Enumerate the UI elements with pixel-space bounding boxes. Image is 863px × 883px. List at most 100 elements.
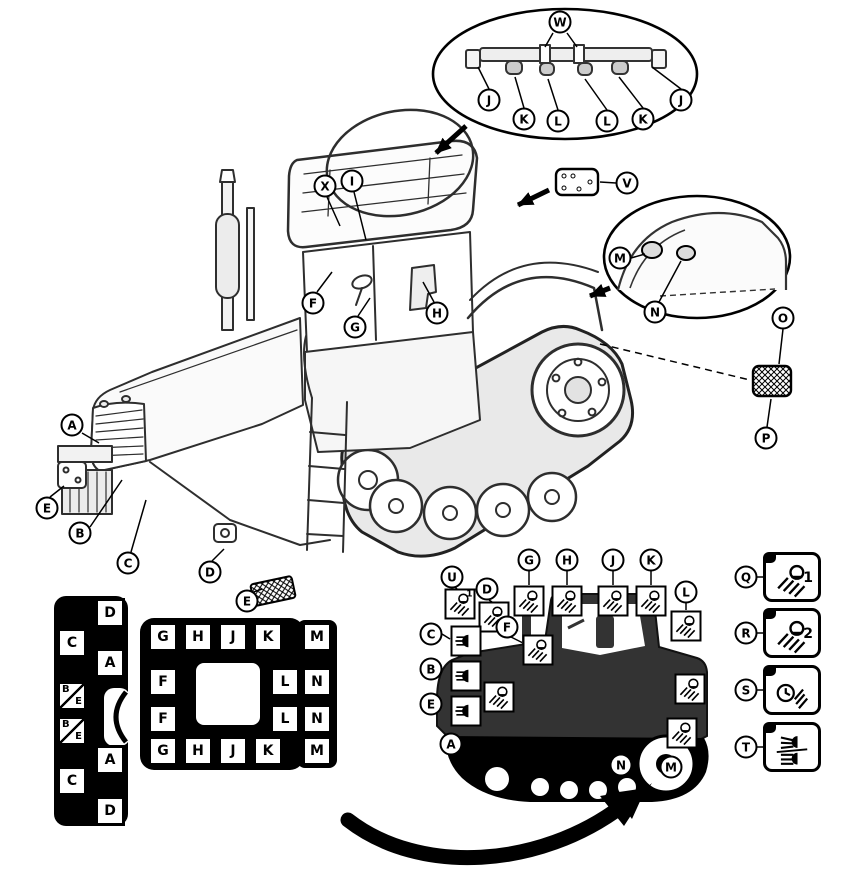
- callout-J: J: [477, 88, 501, 112]
- light-box: [551, 585, 583, 617]
- grid-cell-G: G: [148, 622, 178, 652]
- callout-G: G: [343, 315, 367, 339]
- grid-cell-K: K: [253, 736, 283, 766]
- light-box: [635, 585, 667, 617]
- v-bracket-part: [554, 167, 600, 197]
- fender-lamp-m: [641, 241, 663, 259]
- grid-cell-H: H: [183, 736, 213, 766]
- front-axle: [149, 461, 331, 546]
- grid-cell-L: L: [270, 667, 300, 697]
- silhouette-exhaust: [522, 612, 531, 646]
- legend-box-R: 2: [763, 608, 821, 658]
- callout-N: N: [609, 753, 633, 777]
- under-frame-lamp: [213, 523, 237, 543]
- callout-Q: Q: [734, 565, 758, 589]
- grid-cell-M: M: [302, 736, 332, 766]
- light-box: 1: [444, 588, 476, 620]
- callout-F: F: [301, 291, 325, 315]
- callout-N: N: [643, 300, 667, 324]
- callout-K: K: [639, 548, 663, 572]
- light-box: [483, 681, 515, 713]
- rear-reflector-part: [751, 364, 793, 398]
- work-light-icon: [670, 721, 695, 746]
- grid-cell-F: F: [148, 667, 178, 697]
- light-box: [513, 585, 545, 617]
- hood: [90, 317, 304, 472]
- callout-C: C: [116, 551, 140, 575]
- operator-seat: [596, 616, 614, 648]
- grid-cell-D: D: [95, 796, 125, 826]
- grid-cell-L: L: [270, 704, 300, 734]
- detail-arrows: [434, 124, 611, 299]
- light-box: [666, 717, 698, 749]
- callout-K: K: [512, 107, 536, 131]
- callout-M: M: [659, 755, 683, 779]
- callout-P: P: [754, 426, 778, 450]
- fender-handrail: [469, 261, 599, 301]
- light-box: [450, 695, 482, 727]
- work-light-icon: [601, 589, 626, 614]
- callout-V: V: [615, 171, 639, 195]
- callout-H: H: [425, 301, 449, 325]
- beam-select-icon: [774, 732, 810, 768]
- callout-B: B: [68, 521, 92, 545]
- grid-cell-F: F: [148, 704, 178, 734]
- grid-cell-K: K: [253, 622, 283, 652]
- legend-box-S: [763, 665, 821, 715]
- legend-box-T: [763, 722, 821, 772]
- callout-E: E: [419, 692, 443, 716]
- grid-cell-M: M: [302, 622, 332, 652]
- light-box-number: 1: [466, 589, 473, 600]
- grid-cell-N: N: [302, 667, 332, 697]
- track-assembly: [336, 325, 635, 558]
- callout-I: I: [340, 169, 364, 193]
- callout-L: L: [546, 109, 570, 133]
- grid-cell-J: J: [218, 736, 248, 766]
- callout-O: O: [771, 306, 795, 330]
- front-bracket-part: [57, 461, 87, 489]
- callout-J: J: [601, 548, 625, 572]
- grid-cell-G: G: [148, 736, 178, 766]
- fender-lights-detail: [602, 194, 792, 320]
- front-frame: [57, 445, 331, 546]
- legend-box-Q: 1: [763, 552, 821, 602]
- callout-F: F: [495, 615, 519, 639]
- headlight-icon: [454, 699, 479, 724]
- callout-D: D: [475, 577, 499, 601]
- callout-J: J: [669, 88, 693, 112]
- grid-cell-D: D: [95, 598, 125, 628]
- callout-T: T: [734, 735, 758, 759]
- work-light-icon: [639, 589, 664, 614]
- work-light-icon: [517, 589, 542, 614]
- exhaust-stack: [215, 169, 255, 331]
- grid-cell-N: N: [302, 704, 332, 734]
- roof-inner-lamp-left: [539, 62, 555, 76]
- callout-L: L: [674, 580, 698, 604]
- cab: [286, 139, 481, 453]
- headlight-icon: [454, 629, 479, 654]
- callout-B: B: [419, 657, 443, 681]
- callout-E: E: [235, 589, 259, 613]
- legend-number: 2: [803, 626, 813, 642]
- work-light-icon: [555, 589, 580, 614]
- light-box: [450, 625, 482, 657]
- grid-cell-A: A: [95, 648, 125, 678]
- light-box: [450, 660, 482, 692]
- legend-number: 1: [803, 570, 813, 586]
- light-box: [670, 610, 702, 642]
- swoosh-arrow: [340, 783, 652, 866]
- timed-light-icon: [774, 675, 810, 711]
- callout-U: U: [440, 565, 464, 589]
- callout-R: R: [734, 621, 758, 645]
- callout-A: A: [60, 413, 84, 437]
- callout-S: S: [734, 678, 758, 702]
- grid-cell-C: C: [57, 628, 87, 658]
- tractor-illustration: [57, 108, 635, 607]
- callout-X: X: [313, 174, 337, 198]
- light-box: [597, 585, 629, 617]
- callout-D: D: [198, 560, 222, 584]
- grid-cell-J: J: [218, 622, 248, 652]
